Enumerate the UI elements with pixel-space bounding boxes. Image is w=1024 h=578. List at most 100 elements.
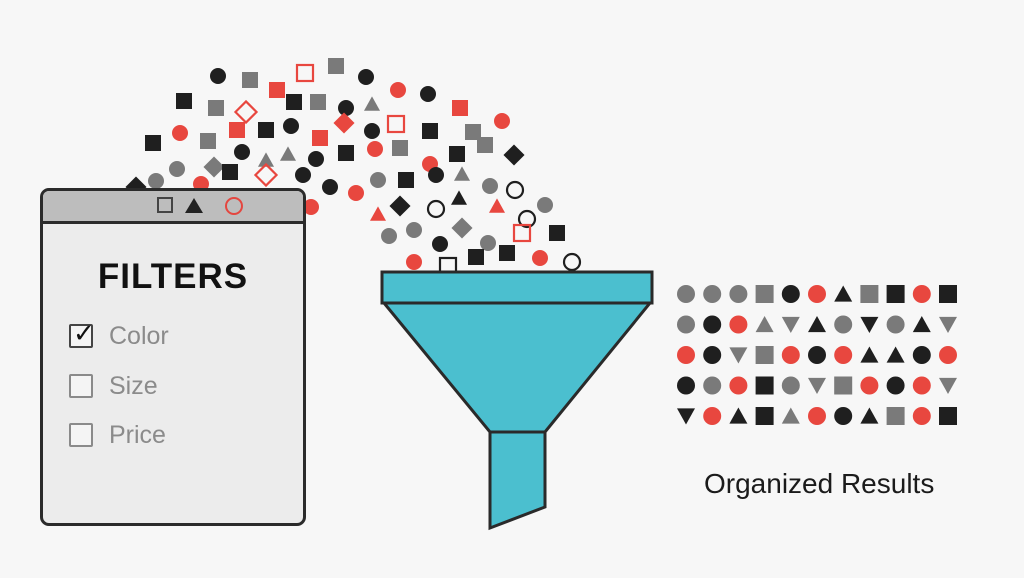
window-titlebar bbox=[43, 191, 303, 224]
circle-shape bbox=[338, 100, 354, 116]
filter-option-price[interactable]: Price bbox=[69, 420, 166, 450]
square-shape bbox=[286, 94, 302, 110]
circle-shape bbox=[834, 407, 853, 425]
outline-circle-shape bbox=[426, 199, 446, 219]
square-shape bbox=[886, 407, 905, 425]
down-triangle-shape bbox=[808, 377, 826, 395]
triangle-shape bbox=[912, 315, 931, 333]
circle-shape bbox=[370, 172, 386, 188]
square-shape bbox=[422, 123, 438, 139]
square-shape bbox=[328, 58, 344, 74]
triangle-shape bbox=[860, 407, 879, 424]
circle-shape bbox=[781, 376, 800, 395]
triangle-shape bbox=[489, 198, 505, 213]
down-triangle-shape bbox=[729, 347, 748, 364]
circle-shape bbox=[886, 376, 905, 395]
circle-shape bbox=[537, 197, 553, 213]
down-triangle-shape bbox=[939, 316, 957, 334]
circle-shape bbox=[390, 82, 406, 98]
square-shape bbox=[939, 407, 957, 425]
circle-shape bbox=[703, 315, 722, 334]
square-shape bbox=[258, 122, 274, 138]
triangle-shape bbox=[834, 285, 853, 302]
circle-shape bbox=[234, 144, 250, 160]
down-triangle-shape bbox=[781, 316, 800, 334]
triangle-shape bbox=[451, 190, 467, 205]
circle-shape bbox=[367, 141, 383, 157]
filter-option-label: Size bbox=[109, 371, 158, 400]
circle-shape bbox=[808, 407, 826, 425]
triangle-shape bbox=[454, 166, 470, 181]
square-shape bbox=[176, 93, 192, 109]
square-shape bbox=[312, 130, 328, 146]
outline-circle-shape bbox=[562, 252, 582, 272]
triangle-shape bbox=[729, 407, 748, 424]
circle-shape bbox=[295, 167, 311, 183]
square-shape bbox=[834, 376, 853, 395]
circle-shape bbox=[358, 69, 374, 85]
square-shape bbox=[477, 137, 493, 153]
circle-shape bbox=[912, 376, 931, 395]
circle-shape bbox=[912, 407, 931, 425]
diamond-shape bbox=[389, 195, 411, 217]
circle-shape bbox=[677, 346, 695, 364]
circle-shape bbox=[912, 285, 931, 303]
filter-option-size[interactable]: Size bbox=[69, 371, 158, 401]
price-checkbox[interactable] bbox=[69, 423, 93, 447]
circle-shape bbox=[677, 376, 695, 395]
circle-shape bbox=[303, 199, 319, 215]
triangle-shape bbox=[258, 152, 274, 167]
circle-shape bbox=[781, 285, 800, 303]
down-triangle-shape bbox=[939, 377, 957, 395]
circle-shape bbox=[169, 161, 185, 177]
square-shape bbox=[755, 346, 774, 364]
triangle-shape bbox=[364, 96, 380, 111]
circle-shape bbox=[703, 407, 722, 425]
triangle-shape bbox=[886, 346, 905, 363]
square-shape bbox=[468, 249, 484, 265]
square-shape bbox=[229, 122, 245, 138]
outline-square-shape bbox=[386, 114, 406, 134]
filter-option-label: Color bbox=[109, 321, 169, 350]
circle-shape bbox=[834, 346, 853, 364]
triangle-shape bbox=[370, 206, 386, 221]
triangle-shape bbox=[755, 315, 774, 333]
square-shape bbox=[269, 82, 285, 98]
filter-option-color[interactable]: ✓ Color bbox=[69, 320, 169, 351]
square-shape bbox=[860, 285, 879, 303]
size-checkbox[interactable] bbox=[69, 374, 93, 398]
circle-shape bbox=[172, 125, 188, 141]
circle-shape bbox=[532, 250, 548, 266]
circle-shape bbox=[406, 222, 422, 238]
square-shape bbox=[755, 376, 774, 395]
outline-diamond-shape bbox=[253, 162, 279, 188]
color-checkbox[interactable]: ✓ bbox=[69, 320, 95, 348]
circle-shape bbox=[834, 315, 853, 334]
circle-shape bbox=[912, 346, 931, 364]
diamond-shape bbox=[451, 217, 473, 239]
square-shape bbox=[398, 172, 414, 188]
triangle-shape bbox=[860, 346, 879, 363]
circle-shape bbox=[494, 113, 510, 129]
triangle-icon bbox=[185, 198, 203, 213]
square-shape bbox=[208, 100, 224, 116]
outline-square-shape bbox=[295, 63, 315, 83]
circle-shape bbox=[808, 346, 826, 364]
down-triangle-shape bbox=[860, 316, 879, 334]
triangle-shape bbox=[781, 407, 800, 424]
circle-shape bbox=[729, 315, 748, 334]
outline-diamond-shape bbox=[233, 99, 259, 125]
circle-shape bbox=[729, 285, 748, 303]
filter-option-label: Price bbox=[109, 420, 166, 449]
filter-window: FILTERS ✓ Color Size Price bbox=[40, 188, 306, 526]
circle-shape bbox=[148, 173, 164, 189]
square-shape bbox=[452, 100, 468, 116]
triangle-shape bbox=[280, 146, 296, 161]
square-shape bbox=[242, 72, 258, 88]
square-shape bbox=[886, 285, 905, 303]
funnel-spout bbox=[488, 430, 547, 531]
diamond-shape bbox=[503, 144, 525, 166]
circle-shape bbox=[677, 315, 695, 334]
filters-heading: FILTERS bbox=[97, 257, 249, 296]
circle-shape bbox=[886, 315, 905, 334]
